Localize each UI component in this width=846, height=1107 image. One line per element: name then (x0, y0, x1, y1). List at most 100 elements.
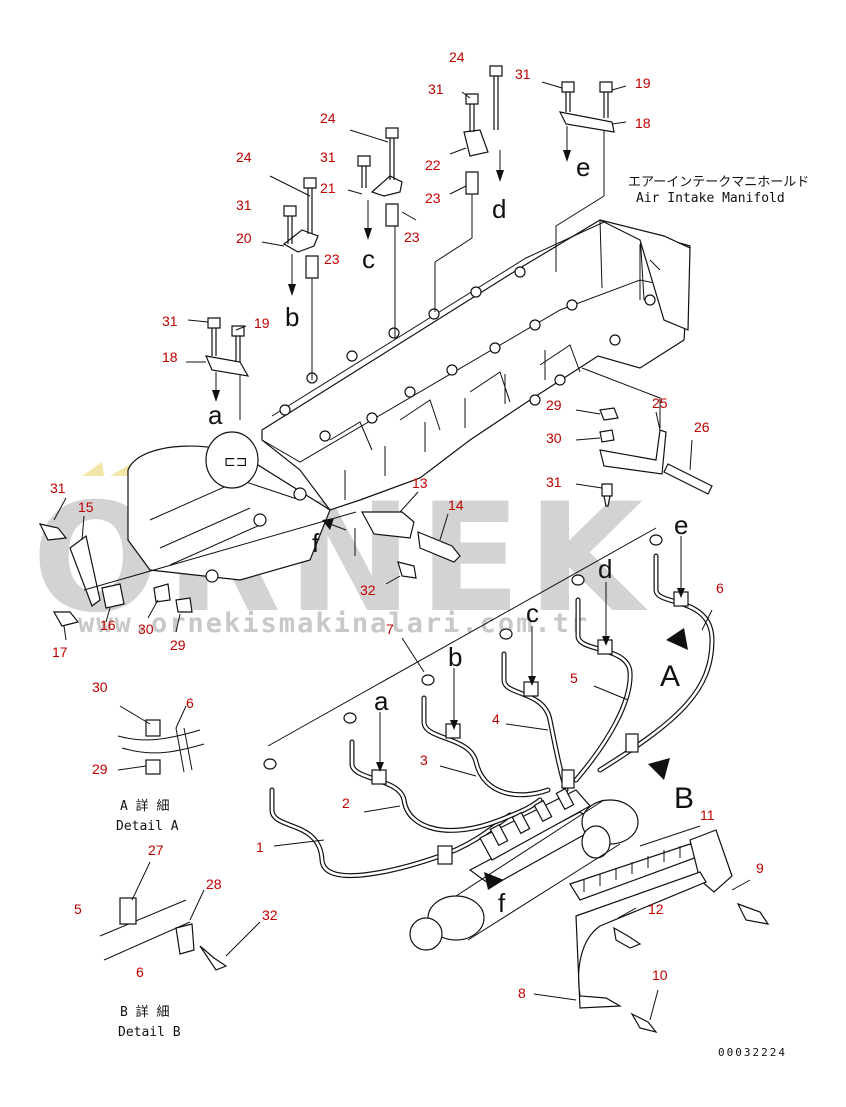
detail-b-bracket-28 (175, 923, 195, 955)
bracket-25 (599, 429, 667, 475)
view-letter-B: B (674, 782, 694, 815)
view-letter-f: f (312, 528, 320, 558)
callout-23: 23 (425, 190, 441, 206)
view-letter-d: d (598, 554, 612, 584)
detail-a-clip-29 (145, 759, 161, 775)
callout-31: 31 (320, 149, 336, 165)
callout-2: 2 (342, 795, 350, 811)
callout-3: 3 (420, 752, 428, 768)
seal-2 (343, 712, 357, 724)
spacer-23-low (305, 255, 319, 279)
bolt-26 (663, 463, 713, 495)
callout-24: 24 (320, 110, 336, 126)
callout-1: 1 (256, 839, 264, 855)
seal-4 (499, 628, 513, 640)
view-letter-f: f (498, 888, 506, 918)
view-letter-d: d (492, 194, 506, 224)
callout-32: 32 (262, 907, 278, 923)
bracket-8 (575, 871, 707, 1009)
view-letter-b: b (448, 642, 462, 672)
seal-6 (649, 534, 663, 546)
bolt-31-f (601, 483, 613, 507)
callout-10: 10 (652, 967, 668, 983)
seal-1 (263, 758, 277, 770)
detail-a-jp: A 詳 細 (120, 798, 169, 814)
bolt-17 (52, 611, 80, 627)
callout-25: 25 (652, 395, 668, 411)
clip-30-top (599, 429, 615, 443)
bolt-10 (630, 1012, 658, 1034)
callout-31: 31 (515, 66, 531, 82)
callout-15: 15 (78, 499, 94, 515)
bolt-31-b (465, 93, 479, 132)
callout-30: 30 (546, 430, 562, 446)
part-numbers: 24 31 31 19 18 24 22 23 24 31 21 23 31 2… (50, 49, 764, 1001)
callout-16: 16 (100, 617, 116, 633)
clip-29-left (175, 597, 193, 613)
callout-leaders (53, 81, 751, 1021)
callout-31: 31 (162, 313, 178, 329)
bolt-31-e (207, 317, 221, 356)
callout-18: 18 (635, 115, 651, 131)
callout-31: 31 (546, 474, 562, 490)
watermark-logo-mark (82, 462, 136, 476)
bolt-24-low (303, 177, 317, 234)
bolt-19-top (599, 81, 613, 118)
bolt-31-c (357, 155, 371, 188)
detail-b-jp: B 詳 細 (120, 1004, 169, 1020)
view-letter-a: a (208, 400, 223, 430)
callout-23: 23 (404, 229, 420, 245)
callout-31: 31 (428, 81, 444, 97)
callout-14: 14 (448, 497, 464, 513)
callout-26: 26 (694, 419, 710, 435)
bolt-24-top (489, 65, 503, 130)
seal-leader (267, 527, 657, 747)
clamp-a (371, 769, 387, 785)
callout-32: 32 (360, 582, 376, 598)
view-letter-e: e (674, 510, 688, 540)
bracket-13 (360, 511, 415, 539)
callout-29: 29 (170, 637, 186, 653)
callout-7: 7 (386, 621, 394, 637)
view-letter-a: a (374, 686, 389, 716)
detail-b-en: Detail B (118, 1025, 181, 1040)
callout-28: 28 (206, 876, 222, 892)
clamp-A (625, 733, 639, 753)
arrow-B (648, 758, 670, 780)
seal-5 (571, 574, 585, 586)
callout-30: 30 (92, 679, 108, 695)
manifold-port-mark: ⊏⊐ (224, 454, 247, 470)
bolt-12 (613, 926, 642, 949)
bracket-20 (282, 229, 319, 253)
injection-pump (409, 787, 639, 951)
spacer-16 (101, 583, 125, 609)
arrow-A (666, 628, 688, 650)
bolt-9 (736, 902, 770, 925)
detail-b (99, 897, 228, 971)
bolt-24-mid (385, 127, 399, 180)
view-letter-A: A (660, 660, 680, 693)
callout-4: 4 (492, 711, 500, 727)
bracket-22 (463, 129, 489, 157)
view-letters: a b c d e f a b c d e f A B (208, 152, 694, 918)
callout-29: 29 (546, 397, 562, 413)
callout-6: 6 (186, 695, 194, 711)
callout-5: 5 (570, 670, 578, 686)
clamp-f (437, 845, 453, 865)
callout-17: 17 (52, 644, 68, 660)
bolt-31-top (561, 81, 575, 112)
seal-3 (421, 674, 435, 686)
bolt-31-d (283, 205, 297, 244)
injection-tubes (263, 527, 715, 879)
bolt-19-left (231, 325, 245, 362)
callout-27: 27 (148, 842, 164, 858)
callout-23: 23 (324, 251, 340, 267)
callout-22: 22 (425, 157, 441, 173)
arrow-f (484, 872, 504, 890)
callout-24: 24 (236, 149, 252, 165)
bracket-18-top (558, 111, 615, 133)
detail-a-en: Detail A (116, 819, 179, 834)
intake-manifold: ⊏⊐ (127, 219, 691, 583)
view-letter-e: e (576, 152, 590, 182)
